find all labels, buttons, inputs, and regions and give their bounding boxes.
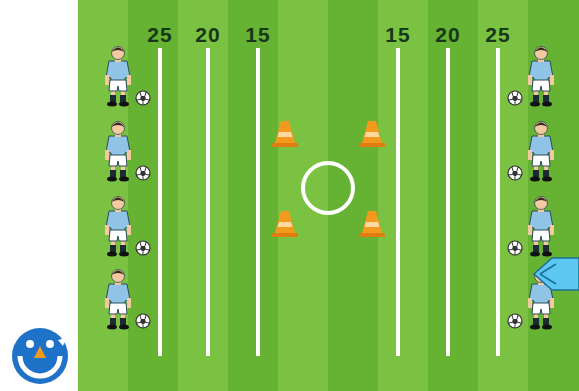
distance-label: 15 (385, 24, 410, 45)
distance-label: 25 (485, 24, 510, 45)
distance-label: 25 (147, 24, 172, 45)
distance-label: 20 (435, 24, 460, 45)
distance-label: 20 (195, 24, 220, 45)
distance-label: 15 (245, 24, 270, 45)
